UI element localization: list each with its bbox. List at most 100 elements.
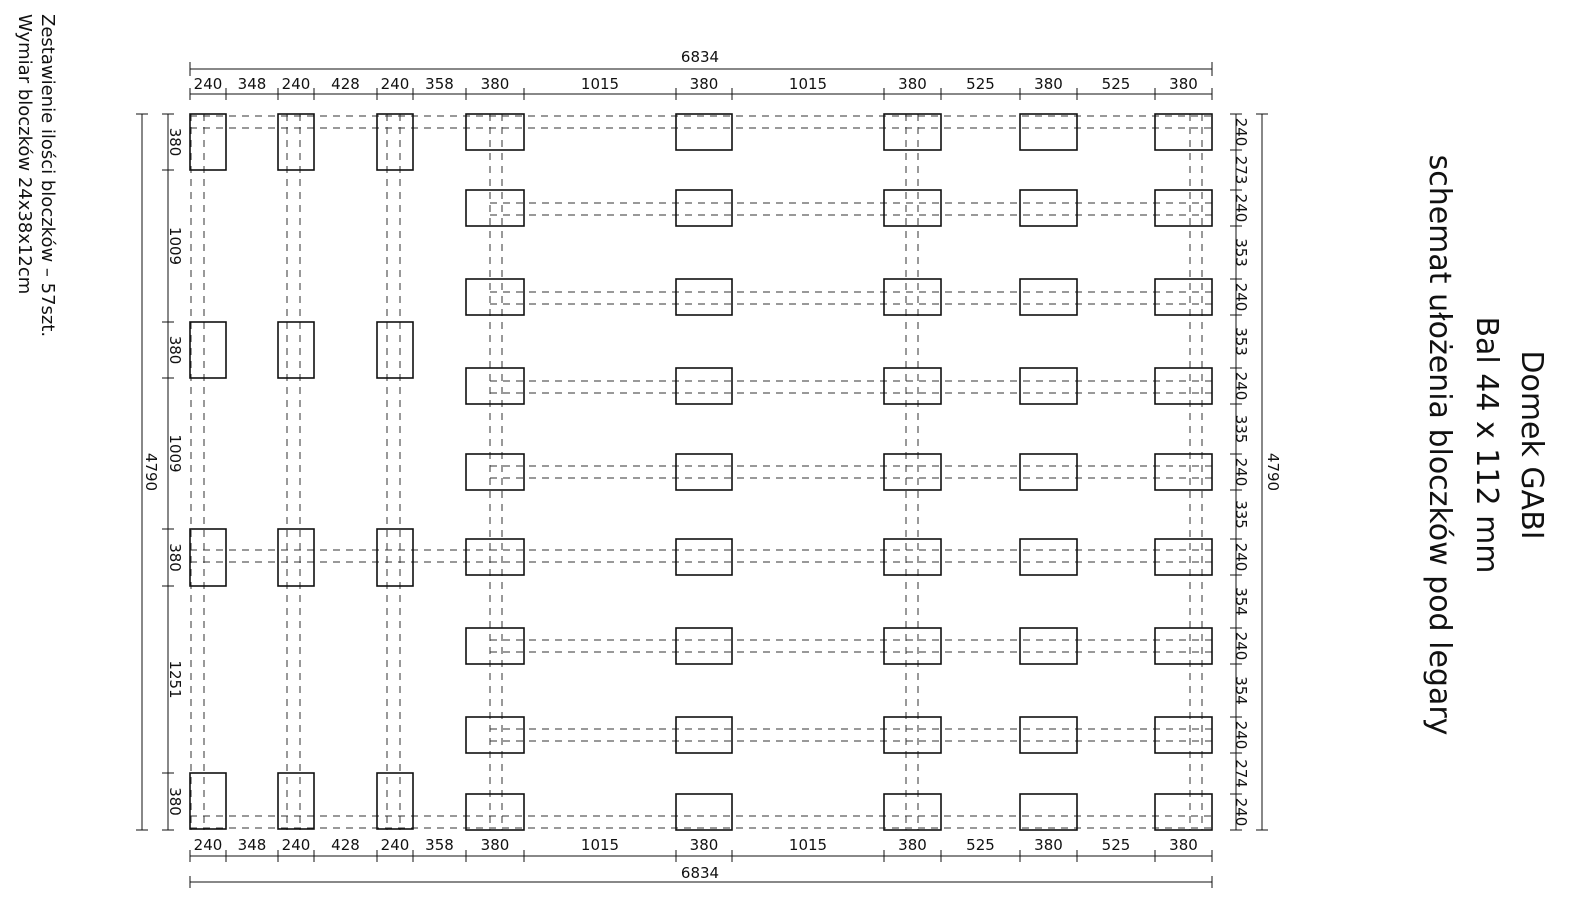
dim-label-right: 240 [1232, 543, 1250, 572]
dim-label-left: 380 [166, 128, 184, 157]
block-landscape [1154, 538, 1213, 576]
block-landscape [883, 538, 942, 576]
block-landscape [883, 113, 942, 151]
block-landscape [883, 453, 942, 491]
dim-label-top: 380 [690, 75, 719, 93]
block-landscape [883, 367, 942, 405]
dim-label-left: 380 [166, 336, 184, 365]
dim-label-bottom: 358 [425, 836, 454, 854]
note-block-size: Wymiar bloczków 24x38x12cm [14, 14, 35, 294]
block-portrait [277, 528, 315, 587]
block-landscape [675, 367, 733, 405]
block-layer [189, 113, 1213, 831]
dim-label-right: 274 [1232, 759, 1250, 788]
dim-right-overall: 4790 [1264, 453, 1282, 491]
block-landscape [1019, 189, 1078, 227]
dim-label-right: 240 [1232, 194, 1250, 223]
dim-label-right: 354 [1232, 587, 1250, 616]
block-landscape [675, 793, 733, 831]
dim-label-top: 525 [1102, 75, 1131, 93]
dim-label-bottom: 380 [1169, 836, 1198, 854]
block-landscape [1019, 453, 1078, 491]
dim-label-bottom: 1015 [789, 836, 827, 854]
dim-label-bottom: 240 [194, 836, 223, 854]
block-landscape [1019, 627, 1078, 665]
block-landscape [675, 627, 733, 665]
dim-label-bottom: 1015 [581, 836, 619, 854]
dim-label-right: 335 [1232, 415, 1250, 444]
dim-label-right: 240 [1232, 372, 1250, 401]
block-portrait [376, 772, 414, 830]
block-landscape [1154, 627, 1213, 665]
block-landscape [883, 793, 942, 831]
dim-label-left: 380 [166, 543, 184, 572]
dim-label-left: 380 [166, 787, 184, 816]
block-portrait [189, 321, 227, 379]
block-landscape [1154, 716, 1213, 754]
block-landscape [1019, 793, 1078, 831]
block-landscape [465, 189, 525, 227]
dim-label-top: 428 [331, 75, 360, 93]
block-landscape [1154, 367, 1213, 405]
dim-label-right: 273 [1232, 156, 1250, 185]
block-portrait [376, 113, 414, 171]
block-landscape [465, 793, 525, 831]
dim-label-right: 354 [1232, 676, 1250, 705]
block-landscape [883, 278, 942, 316]
dim-label-top: 380 [1169, 75, 1198, 93]
block-landscape [1154, 189, 1213, 227]
dim-label-top: 380 [1034, 75, 1063, 93]
block-landscape [1019, 278, 1078, 316]
block-portrait [189, 113, 227, 171]
dim-label-left: 1009 [166, 434, 184, 472]
dim-label-left: 1251 [166, 660, 184, 698]
dimension-lines [136, 62, 1268, 888]
note-block-count: Zestawienie ilości bloczków – 57szt. [37, 14, 58, 337]
dim-label-bottom: 380 [898, 836, 927, 854]
dim-label-right: 240 [1232, 283, 1250, 312]
block-portrait [189, 528, 227, 587]
dim-label-top: 1015 [581, 75, 619, 93]
dim-label-top: 380 [481, 75, 510, 93]
block-landscape [465, 453, 525, 491]
block-landscape [1154, 793, 1213, 831]
block-landscape [675, 113, 733, 151]
dim-label-top: 240 [194, 75, 223, 93]
block-portrait [277, 113, 315, 171]
dim-label-top: 358 [425, 75, 454, 93]
block-landscape [675, 538, 733, 576]
block-landscape [465, 538, 525, 576]
dim-label-right: 240 [1232, 118, 1250, 147]
block-landscape [675, 278, 733, 316]
dim-label-bottom: 525 [1102, 836, 1131, 854]
title-log-size: Bal 44 x 112 mm [1469, 316, 1504, 573]
block-landscape [465, 278, 525, 316]
block-landscape [1019, 538, 1078, 576]
dim-label-bottom: 240 [381, 836, 410, 854]
block-landscape [883, 716, 942, 754]
beam-dashed-lines [190, 114, 1212, 830]
dim-label-bottom: 428 [331, 836, 360, 854]
block-landscape [675, 716, 733, 754]
dim-label-top: 240 [282, 75, 311, 93]
block-portrait [376, 528, 414, 587]
dim-label-right: 240 [1232, 721, 1250, 750]
block-landscape [1154, 113, 1213, 151]
block-landscape [1019, 113, 1078, 151]
dim-label-top: 525 [966, 75, 995, 93]
dim-label-right: 240 [1232, 798, 1250, 827]
dim-left-overall: 4790 [142, 453, 160, 491]
dim-label-top: 240 [381, 75, 410, 93]
title-block-scheme: schemat ułożenia bloczków pod legary [1422, 155, 1457, 736]
title-house-name: Domek GABI [1514, 350, 1549, 539]
block-portrait [277, 772, 315, 830]
block-landscape [1154, 453, 1213, 491]
block-landscape [883, 627, 942, 665]
block-landscape [1019, 716, 1078, 754]
block-landscape [1154, 278, 1213, 316]
dim-label-top: 380 [898, 75, 927, 93]
block-landscape [675, 453, 733, 491]
